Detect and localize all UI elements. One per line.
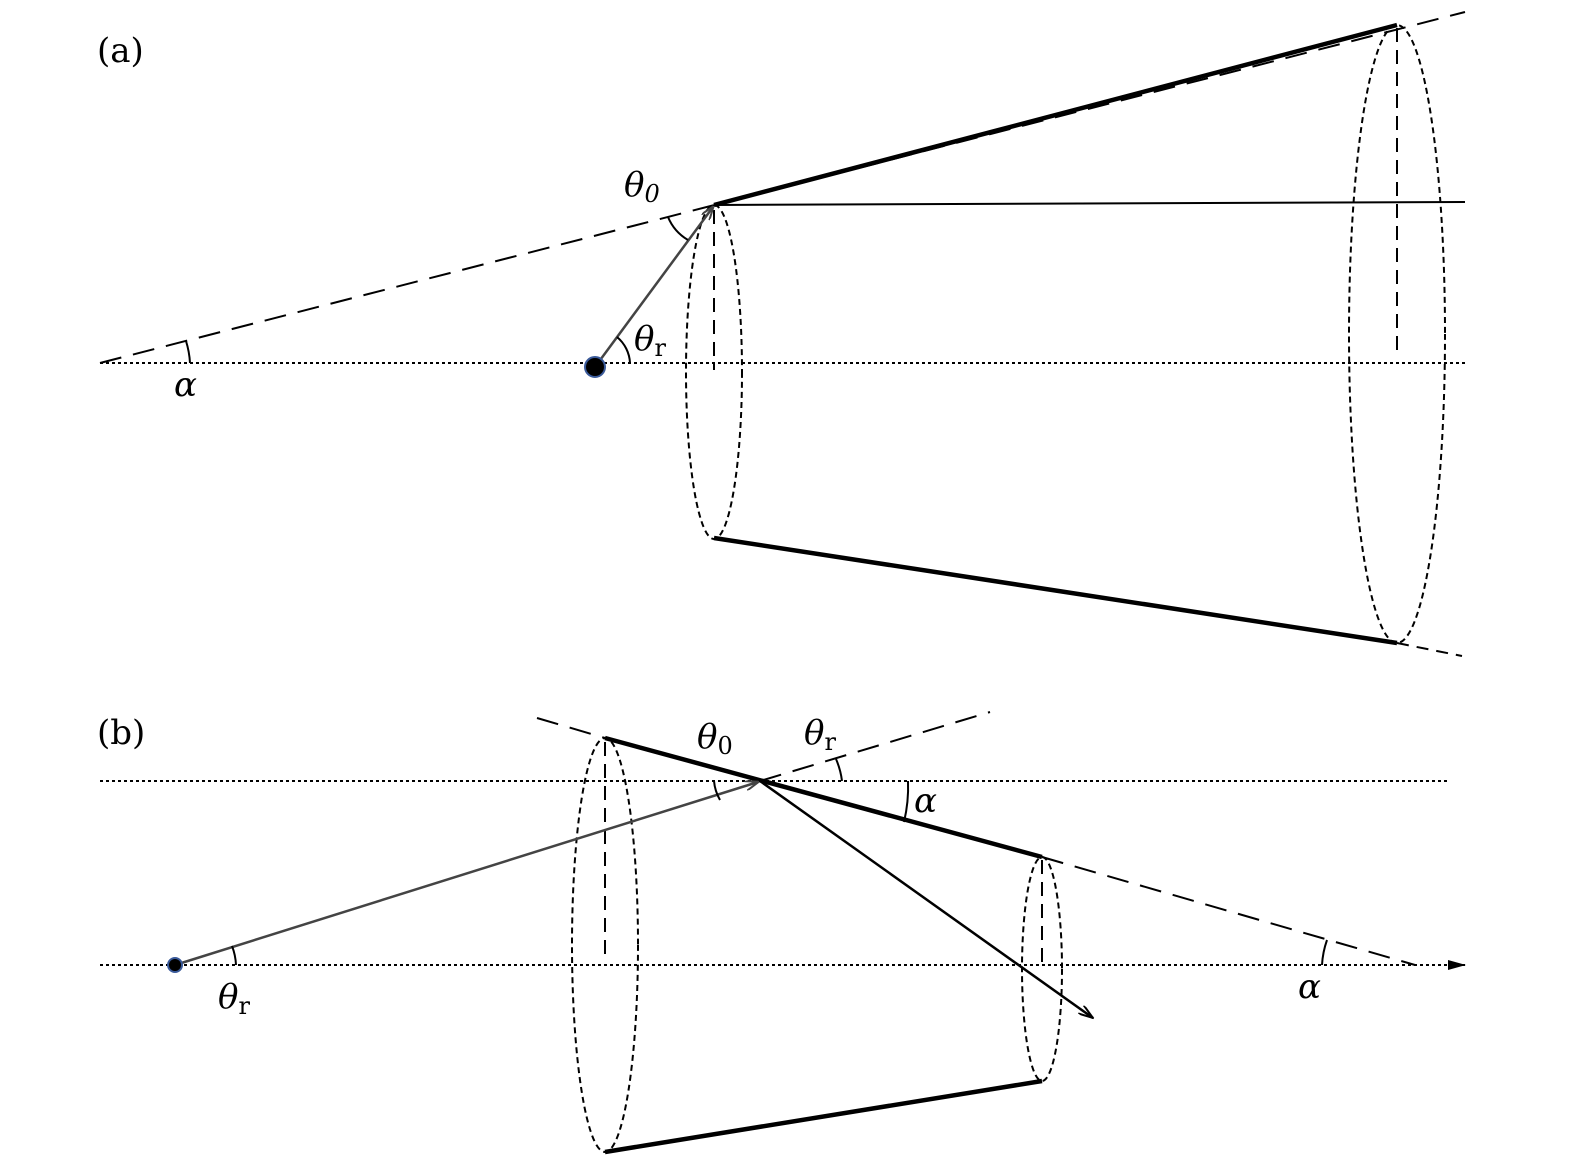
theta0-arc-a [667, 216, 689, 241]
panel-a-label: (a) [97, 31, 144, 71]
horizontal-ray-a [713, 201, 1466, 206]
thetar-label-a: θr [634, 319, 666, 362]
source-dot-a [584, 356, 606, 378]
cone-upper-extension-left-b [536, 717, 606, 739]
alpha-right-arc-b [1321, 939, 1328, 966]
theta0-label-b: θ0 [697, 717, 733, 760]
alpha-mid-label-b: α [914, 781, 937, 821]
alpha-right-label-b: α [1298, 967, 1321, 1007]
alpha-arc-a [185, 340, 191, 364]
thetar-top-arc-b [835, 758, 843, 782]
panel-b: (b) θ0 θr α α θr [97, 711, 1466, 1155]
cone-lower-edge-a [713, 535, 1398, 646]
large-ellipse-a [1348, 24, 1446, 644]
thetar-top-label-b: θr [804, 713, 836, 756]
cone-lower-extension-a [1396, 642, 1463, 657]
cone-upper-extension-right-b [1041, 856, 1416, 966]
panel-a: (a) α θ0 θr [97, 11, 1466, 657]
thetar-arc-a [616, 336, 631, 364]
reflected-ray-b [759, 779, 1093, 1018]
alpha-mid-arc-b [903, 780, 910, 823]
incident-ray-a [593, 207, 713, 368]
thetar-bottom-label-b: θr [218, 977, 250, 1020]
incident-ray-b [174, 782, 758, 967]
cone-lower-edge-b [604, 1078, 1043, 1155]
theta0-label-a: θ0 [624, 165, 660, 208]
reflected-direction-dashed-b [759, 711, 991, 782]
cone-upper-edge-a [713, 22, 1398, 208]
theta0-arc-b [713, 780, 721, 801]
cone-generator-extension-a [99, 11, 1466, 364]
thetar-bottom-arc-b [231, 945, 237, 966]
cone-upper-edge-b [604, 735, 1043, 860]
panel-b-label: (b) [97, 713, 145, 753]
alpha-label-a: α [174, 365, 197, 405]
source-dot-b [167, 957, 183, 973]
